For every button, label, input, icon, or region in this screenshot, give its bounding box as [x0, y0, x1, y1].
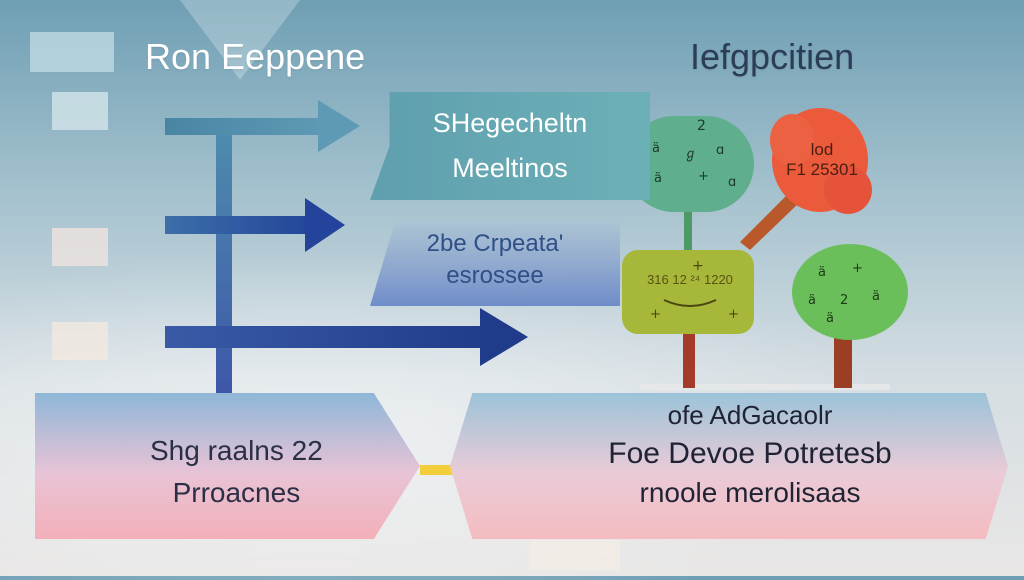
chip-top-line1: SHegecheltn — [432, 108, 588, 138]
svg-text:+: + — [650, 307, 661, 322]
tree-red-label: lod F1 25301 — [782, 140, 862, 181]
tree-baseline — [640, 384, 890, 390]
decor-square — [52, 92, 108, 130]
tree-red-line1: lod — [810, 140, 834, 159]
tree-red-line2: F1 25301 — [786, 160, 858, 180]
background-triangle — [180, 0, 300, 80]
tree-green: ä + ä 2 ä ä — [792, 244, 908, 388]
decor-square — [530, 540, 620, 570]
chip-bottom-right-line3: rnoole merolisaas — [639, 477, 861, 509]
title-left: Ron Eeppene — [145, 36, 366, 77]
flow-arrow-3 — [165, 308, 528, 366]
chip-bottom-left-line2: Prroacnes — [172, 477, 301, 509]
chip-top: SHegecheltn Meeltinos — [370, 92, 650, 200]
svg-text:ä: ä — [826, 311, 834, 326]
svg-text:ℊ: ℊ — [684, 147, 697, 162]
chip-mid-line1: 2be Crpeata' — [426, 230, 564, 257]
svg-text:2: 2 — [840, 293, 848, 308]
tree-yellow-label: 316 12 ²⁴ 1220 — [647, 272, 733, 287]
flow-arrow-2 — [165, 198, 345, 252]
svg-text:ɑ: ɑ — [716, 143, 724, 158]
svg-text:ä: ä — [652, 141, 660, 156]
svg-text:ɑ: ɑ — [728, 175, 736, 190]
decor-square — [52, 322, 108, 360]
svg-text:2: 2 — [697, 118, 706, 134]
title-right: Iefgpcitien — [690, 36, 855, 77]
chip-bottom-left-line1: Shg raalns 22 — [150, 435, 323, 466]
decor-square — [52, 228, 108, 266]
flow-trunk — [216, 118, 232, 400]
svg-text:ä: ä — [818, 265, 826, 280]
flow-arrow-1 — [165, 100, 360, 152]
chip-bottom-right: ofe AdGacaolr Foe Devoe Potretesb rnoole… — [450, 393, 1008, 539]
svg-text:ä: ä — [808, 293, 816, 308]
tree-red-branch — [740, 190, 802, 250]
svg-text:+: + — [692, 258, 704, 274]
chip-bottom-right-line2: Foe Devoe Potretesb — [608, 436, 892, 470]
chip-mid-line2: esrossee — [446, 261, 544, 289]
svg-text:+: + — [852, 261, 863, 276]
tree-teal: 2 ä ℊ ɑ ä + ɑ — [626, 116, 754, 255]
svg-text:ä: ä — [872, 289, 880, 304]
chip-bottom-right-line1: ofe AdGacaolr — [667, 400, 833, 430]
svg-text:+: + — [728, 307, 739, 322]
tree-yellow: + + + — [622, 250, 754, 388]
svg-text:ä: ä — [654, 171, 662, 186]
chip-bottom-left: Shg raalns 22 Prroacnes — [35, 393, 420, 539]
tree-red — [770, 108, 872, 214]
chip-top-line2: Meeltinos — [452, 153, 568, 184]
svg-text:+: + — [698, 169, 709, 184]
chip-mid: 2be Crpeata' esrossee — [370, 222, 620, 306]
decor-square — [30, 32, 114, 72]
